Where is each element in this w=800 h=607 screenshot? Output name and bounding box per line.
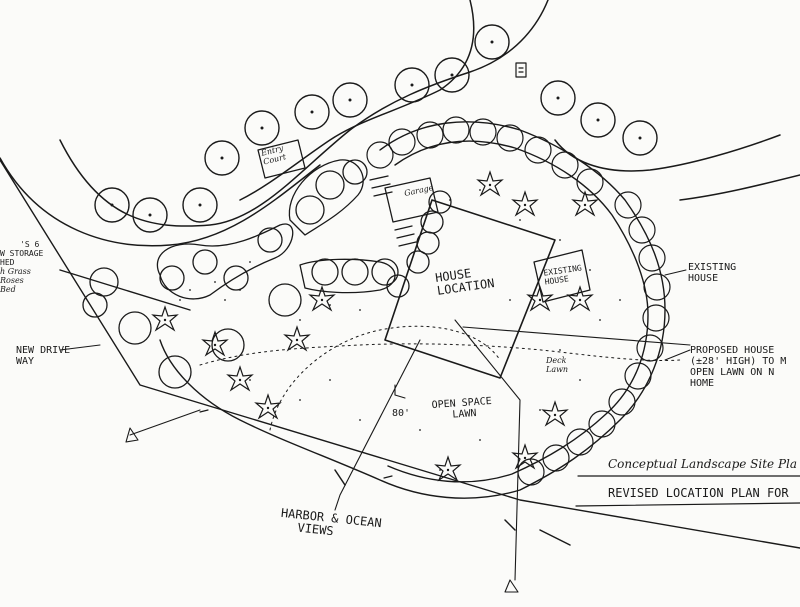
dim-ticks bbox=[334, 469, 571, 546]
house-footprint bbox=[384, 199, 556, 379]
entry-court bbox=[257, 139, 452, 298]
palm-trees bbox=[152, 171, 598, 481]
new-drive-label: NEW DRIVE WAY bbox=[16, 345, 71, 367]
road-edges bbox=[0, 0, 800, 247]
site-markers bbox=[199, 62, 527, 479]
road-trees bbox=[94, 24, 658, 233]
plan-subtitle: REVISED LOCATION PLAN FOR bbox=[608, 486, 789, 500]
leader-lines bbox=[59, 269, 691, 361]
hedge-boundary bbox=[159, 121, 666, 499]
proposed-house-note: PROPOSED HOUSE (±28' HIGH) TO M OPEN LAW… bbox=[690, 345, 787, 389]
open-space-arc bbox=[199, 325, 681, 431]
existing-house-callout: EXISTING HOUSE bbox=[688, 262, 737, 284]
title-rules bbox=[575, 475, 800, 507]
hedge-shrubs bbox=[366, 116, 671, 486]
view-lines bbox=[125, 319, 691, 593]
dimension-80-label: 80' bbox=[392, 408, 411, 419]
open-space-label: OPEN SPACE LAWN bbox=[431, 395, 493, 421]
plan-title: Conceptual Landscape Site Pla bbox=[608, 457, 798, 471]
bed-stipple bbox=[179, 189, 621, 471]
property-lines bbox=[0, 159, 800, 549]
planting-beds bbox=[82, 159, 399, 389]
left-legend-label: 's 6 W STORAGE HED h Grass Roses Bed bbox=[0, 240, 44, 294]
deck-lawn-label: Deck Lawn bbox=[546, 356, 569, 374]
